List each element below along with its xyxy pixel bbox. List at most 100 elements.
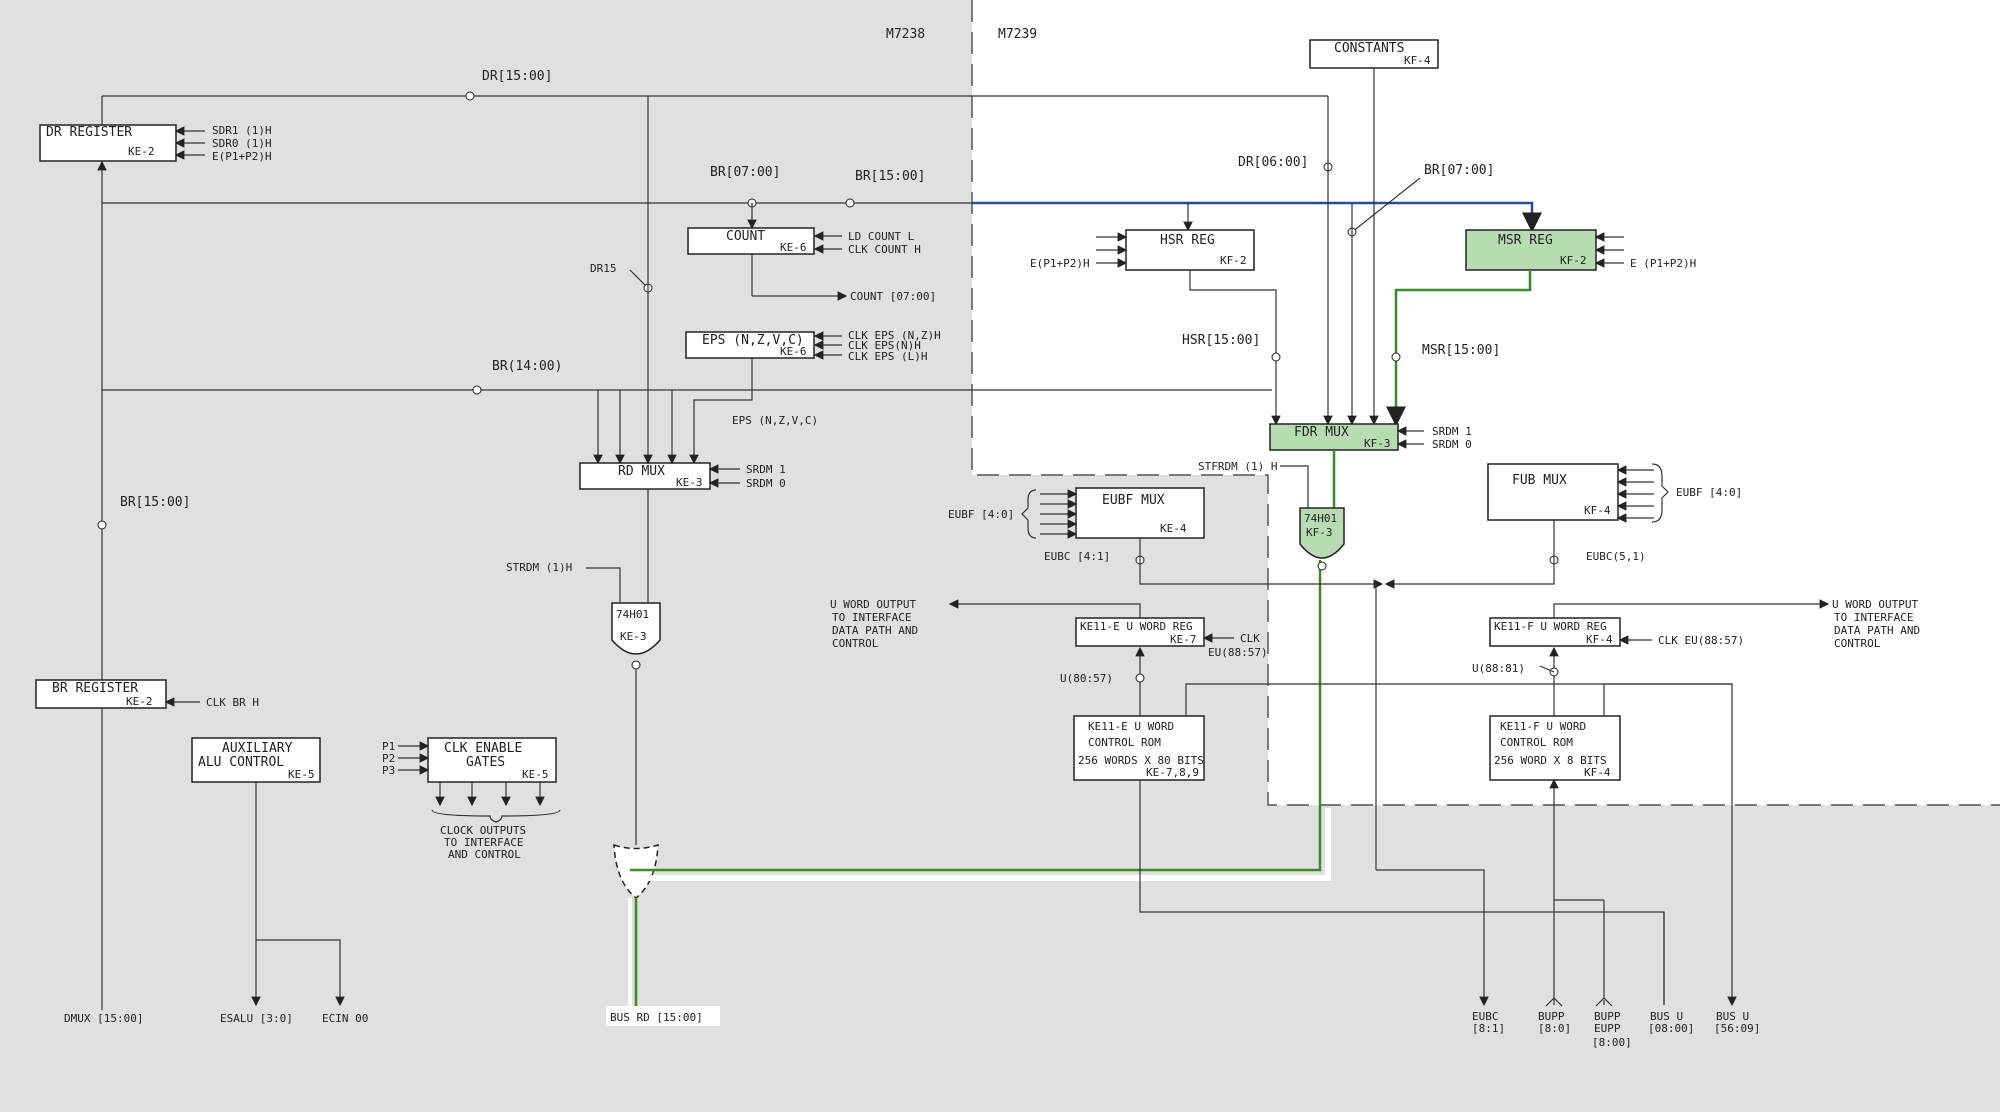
srdm1-rd-label: SRDM 1 xyxy=(746,463,786,476)
e-p1p2-msr-label: E (P1+P2)H xyxy=(1630,257,1696,270)
dr-06-00-label: DR[06:00] xyxy=(1238,155,1308,170)
svg-text:KE-3: KE-3 xyxy=(676,476,703,489)
eps-block: EPS (N,Z,V,C) KE-6 xyxy=(685,331,815,359)
svg-text:KE11-E U WORD REG: KE11-E U WORD REG xyxy=(1080,620,1193,633)
svg-text:BR REGISTER: BR REGISTER xyxy=(52,681,138,696)
dr-register-block: DR REGISTER KE-2 xyxy=(39,124,177,162)
svg-text:CONSTANTS: CONSTANTS xyxy=(1334,41,1404,56)
svg-text:KF-4: KF-4 xyxy=(1584,504,1611,517)
svg-text:CLK ENABLE: CLK ENABLE xyxy=(444,741,522,756)
clk-eps-l-label: CLK EPS (L)H xyxy=(848,350,927,363)
bus-or-gate xyxy=(613,843,659,899)
svg-text:FDR MUX: FDR MUX xyxy=(1294,425,1349,440)
white-fdr-output-halo xyxy=(640,808,1331,881)
svg-text:KE-7: KE-7 xyxy=(1170,633,1197,646)
busu-b1: BUS U xyxy=(1716,1010,1749,1023)
clk-enable-gates-block: CLK ENABLE GATES KE-5 xyxy=(427,737,557,783)
svg-text:KE-2: KE-2 xyxy=(126,695,153,708)
uword-out-r4: CONTROL xyxy=(1834,637,1881,650)
svg-text:GATES: GATES xyxy=(466,755,505,770)
svg-text:KE-6: KE-6 xyxy=(780,241,807,254)
green-fdr-output-path xyxy=(630,560,1322,872)
sdr0-label: SDR0 (1)H xyxy=(212,137,272,150)
uword-out-r2: TO INTERFACE xyxy=(1834,611,1913,624)
gate-ke3: 74H01 KE-3 xyxy=(611,602,661,655)
board-label-m7239: M7239 xyxy=(998,27,1037,42)
svg-text:KE-2: KE-2 xyxy=(128,145,155,158)
svg-text:KE-5: KE-5 xyxy=(522,768,549,781)
br-07-00-label: BR[07:00] xyxy=(710,165,780,180)
e-p1p2-dr-label: E(P1+P2)H xyxy=(212,150,272,163)
eubc-4-1-label: EUBC [4:1] xyxy=(1044,550,1110,563)
srdm1-fdr-label: SRDM 1 xyxy=(1432,425,1472,438)
board-boundary-dashed xyxy=(971,0,2000,806)
ecin-label: ECIN 00 xyxy=(322,1012,368,1025)
uword-out-l1: U WORD OUTPUT xyxy=(830,598,916,611)
clock-outputs-line1: CLOCK OUTPUTS xyxy=(440,824,526,837)
srdm0-fdr-label: SRDM 0 xyxy=(1432,438,1472,451)
svg-text:256 WORD X 8 BITS: 256 WORD X 8 BITS xyxy=(1494,754,1607,767)
svg-text:KF-2: KF-2 xyxy=(1220,254,1247,267)
strdm-rd-label: STRDM (1)H xyxy=(506,561,572,574)
br-15-00-top-label: BR[15:00] xyxy=(855,169,925,184)
svg-text:KE-3: KE-3 xyxy=(620,630,647,643)
clk-eu-left1: CLK xyxy=(1240,632,1260,645)
hsr-15-00-label: HSR[15:00] xyxy=(1182,333,1260,348)
dr-bus-label: DR[15:00] xyxy=(482,69,552,84)
svg-text:EPS (N,Z,V,C): EPS (N,Z,V,C) xyxy=(702,333,804,348)
board-label-m7238: M7238 xyxy=(886,27,925,42)
svg-text:KF-3: KF-3 xyxy=(1364,437,1391,450)
svg-text:KF-4: KF-4 xyxy=(1586,633,1613,646)
u-80-57-label: U(80:57) xyxy=(1060,672,1113,685)
ke11f-control-rom-block: KE11-F U WORD CONTROL ROM 256 WORD X 8 B… xyxy=(1489,715,1621,781)
busu-1: BUS U xyxy=(1650,1010,1683,1023)
svg-text:CONTROL ROM: CONTROL ROM xyxy=(1088,736,1161,749)
svg-text:KF-4: KF-4 xyxy=(1404,54,1431,67)
busu-2: [08:00] xyxy=(1648,1022,1694,1035)
msr-reg-block: MSR REG KF-2 xyxy=(1465,229,1597,271)
srdm0-rd-label: SRDM 0 xyxy=(746,477,786,490)
msr-15-00-label: MSR[15:00] xyxy=(1422,343,1500,358)
eubc-5-1-label: EUBC(5,1) xyxy=(1586,550,1646,563)
constants-block: CONSTANTS KF-4 xyxy=(1309,39,1439,69)
eubc-bottom2: [8:1] xyxy=(1472,1022,1505,1035)
fub-mux-block: FUB MUX KF-4 xyxy=(1487,463,1619,521)
bus-rd-label: BUS RD [15:00] xyxy=(610,1011,703,1024)
bupp-eupp3: [8:00] xyxy=(1592,1036,1632,1049)
svg-text:FUB MUX: FUB MUX xyxy=(1512,473,1567,488)
svg-text:EUBF MUX: EUBF MUX xyxy=(1102,493,1165,508)
clk-br-label: CLK BR H xyxy=(206,696,259,709)
ke11e-uword-reg-block: KE11-E U WORD REG KE-7 xyxy=(1075,617,1205,647)
rd-mux-block: RD MUX KE-3 xyxy=(579,462,711,490)
ke11e-control-rom-block: KE11-E U WORD CONTROL ROM 256 WORDS X 80… xyxy=(1073,715,1205,781)
bupp-eupp1: BUPP xyxy=(1594,1010,1621,1023)
eubc-bottom1: EUBC xyxy=(1472,1010,1499,1023)
eps-nzvc-label: EPS (N,Z,V,C) xyxy=(732,414,818,427)
u-88-81-label: U(88:81) xyxy=(1472,662,1525,675)
svg-text:COUNT: COUNT xyxy=(726,229,765,244)
count-block: COUNT KE-6 xyxy=(687,227,815,255)
svg-text:DR REGISTER: DR REGISTER xyxy=(46,125,132,140)
ld-count-label: LD COUNT L xyxy=(848,230,915,243)
dr15-label: DR15 xyxy=(590,262,617,275)
bupp-2: [8:0] xyxy=(1538,1022,1571,1035)
bupp-eupp2: EUPP xyxy=(1594,1022,1621,1035)
p3-label: P3 xyxy=(382,764,395,777)
clk-eu-left2: EU(88:57) xyxy=(1208,646,1268,659)
svg-text:KF-4: KF-4 xyxy=(1584,766,1611,779)
e-p1p2-hsr-label: E(P1+P2)H xyxy=(1030,257,1090,270)
uword-out-l3: DATA PATH AND xyxy=(832,624,918,637)
fdr-mux-block: FDR MUX KF-3 xyxy=(1269,423,1399,451)
br-14-00-label: BR(14:00) xyxy=(492,359,562,374)
uword-out-l4: CONTROL xyxy=(832,637,879,650)
clock-outputs-line2: TO INTERFACE xyxy=(444,836,523,849)
bupp-1: BUPP xyxy=(1538,1010,1565,1023)
svg-text:KE-4: KE-4 xyxy=(1160,522,1187,535)
p1-label: P1 xyxy=(382,740,395,753)
svg-text:KF-2: KF-2 xyxy=(1560,254,1587,267)
clk-eps-n-label: CLK EPS(N)H xyxy=(848,339,921,352)
svg-text:256 WORDS X 80 BITS: 256 WORDS X 80 BITS xyxy=(1078,754,1204,767)
esalu-label: ESALU [3:0] xyxy=(220,1012,293,1025)
